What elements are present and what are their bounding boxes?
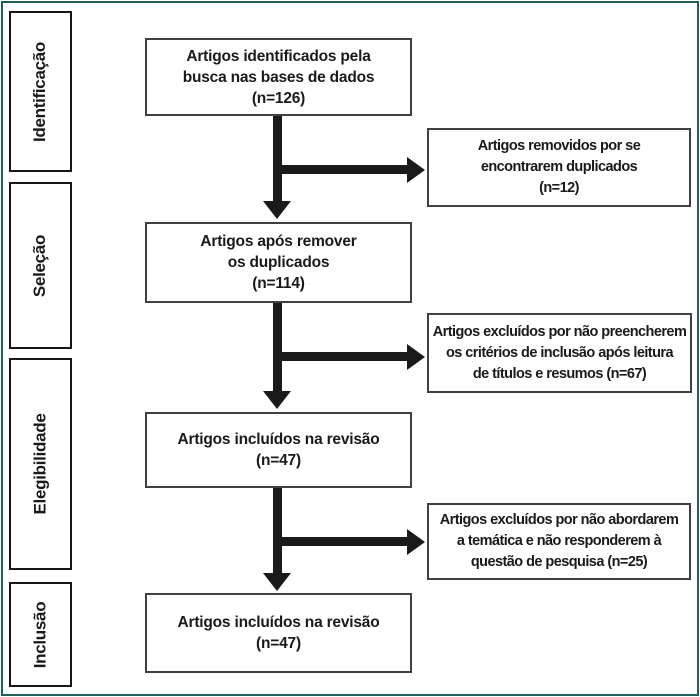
arrow-shaft-right-3 — [273, 537, 407, 546]
flow-box-text-line: busca nas bases de dados — [182, 68, 375, 86]
arrowhead-right-3-icon — [407, 529, 425, 555]
arrow-shaft-right-2 — [273, 352, 407, 361]
arrow-shaft-down-2 — [273, 303, 282, 391]
flow-box-text-line: (n=114) — [252, 275, 305, 292]
stage-label-identificacao: Identificação — [30, 41, 50, 142]
stage-box-inclusao: Inclusão — [9, 582, 72, 687]
side-box-text-line: Artigos removidos por se — [477, 138, 641, 154]
arrow-shaft-right-1 — [273, 165, 407, 174]
arrowhead-right-1-icon — [407, 157, 425, 183]
stage-label-elegibilidade: Elegibilidade — [30, 413, 50, 515]
stage-label-selecao: Seleção — [30, 234, 50, 297]
side-box-text-line: Artigos excluídos por não preencherem — [432, 323, 687, 340]
flow-box-text-line: Artigos incluídos na revisão — [177, 614, 380, 631]
flow-box-identified: Artigos identificados pela busca nas bas… — [145, 38, 412, 116]
side-box-text-line: (n=12) — [539, 180, 579, 196]
side-box-excluded-title-abstract: Artigos excluídos por não preencherem os… — [427, 313, 692, 393]
flow-box-text-line: Artigos após remover — [200, 233, 357, 250]
flow-box-text-line: (n=47) — [256, 635, 301, 652]
side-box-duplicates-removed: Artigos removidos por se encontrarem dup… — [427, 128, 691, 207]
arrowhead-down-3-icon — [263, 573, 291, 591]
flow-box-after-duplicates-removed: Artigos após remover os duplicados (n=11… — [145, 222, 412, 303]
flow-box-text-line: Artigos incluídos na revisão — [177, 431, 380, 448]
side-box-text-line: de títulos e resumos (n=67) — [472, 365, 647, 382]
flow-box-text-line: Artigos identificados pela — [186, 47, 371, 65]
flow-box-text-line: (n=47) — [256, 452, 301, 469]
arrowhead-right-2-icon — [407, 344, 425, 370]
arrow-shaft-down-3 — [273, 488, 282, 573]
side-box-excluded-thematic: Artigos excluídos por não abordarem a te… — [427, 503, 691, 580]
stage-box-selecao: Seleção — [9, 182, 72, 349]
stage-box-elegibilidade: Elegibilidade — [9, 358, 72, 570]
side-box-text-line: questão de pesquisa (n=25) — [470, 554, 648, 570]
flow-box-text-line: os duplicados — [227, 254, 330, 271]
stage-box-identificacao: Identificação — [9, 11, 72, 172]
arrowhead-down-1-icon — [263, 201, 291, 219]
stage-label-inclusao: Inclusão — [30, 601, 50, 668]
flow-box-included-final: Artigos incluídos na revisão (n=47) — [145, 593, 412, 673]
side-box-text-line: a temática e não responderem à — [456, 533, 662, 549]
arrow-shaft-down-1 — [273, 116, 282, 201]
side-box-text-line: encontrarem duplicados — [480, 159, 638, 175]
side-box-text-line: os critérios de inclusão após leitura — [445, 344, 674, 361]
flow-box-text-line: (n=126) — [251, 89, 306, 107]
side-box-text-line: Artigos excluídos por não abordarem — [439, 512, 679, 528]
flow-box-included-eligibility: Artigos incluídos na revisão (n=47) — [145, 412, 412, 488]
arrowhead-down-2-icon — [263, 391, 291, 409]
